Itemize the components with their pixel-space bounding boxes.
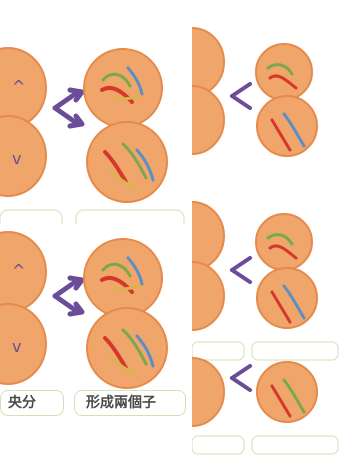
double-arrow-split-icon: [55, 90, 82, 126]
panel-bottom-left: ^ v: [0, 224, 188, 420]
chevron-down-icon: v: [12, 337, 21, 356]
daughter-cell-top-2: [84, 239, 162, 317]
caption-left: 央分: [8, 396, 36, 410]
parent-cells: ^ v: [0, 48, 46, 196]
caption-right: 形成兩個子: [86, 396, 156, 410]
cell-division-illustration: ^ v: [0, 0, 188, 228]
panel-right-column: [192, 0, 339, 457]
block-2: [192, 202, 338, 360]
daughter-cell-bottom: [87, 122, 167, 202]
parent-cells-2: ^ v: [0, 232, 46, 384]
block-3: [192, 358, 338, 454]
chevron-up-icon: ^: [12, 261, 25, 280]
chevron-up-icon: ^: [12, 77, 25, 96]
chevron-down-icon: v: [12, 149, 21, 168]
daughter-cell-bottom-2: [87, 308, 167, 388]
double-arrow-split-icon: [55, 278, 82, 314]
panel-top-left: ^ v: [0, 0, 188, 228]
block-1: [192, 28, 317, 156]
daughter-cell-top: [84, 49, 162, 127]
cell-division-stacked: [192, 0, 339, 457]
